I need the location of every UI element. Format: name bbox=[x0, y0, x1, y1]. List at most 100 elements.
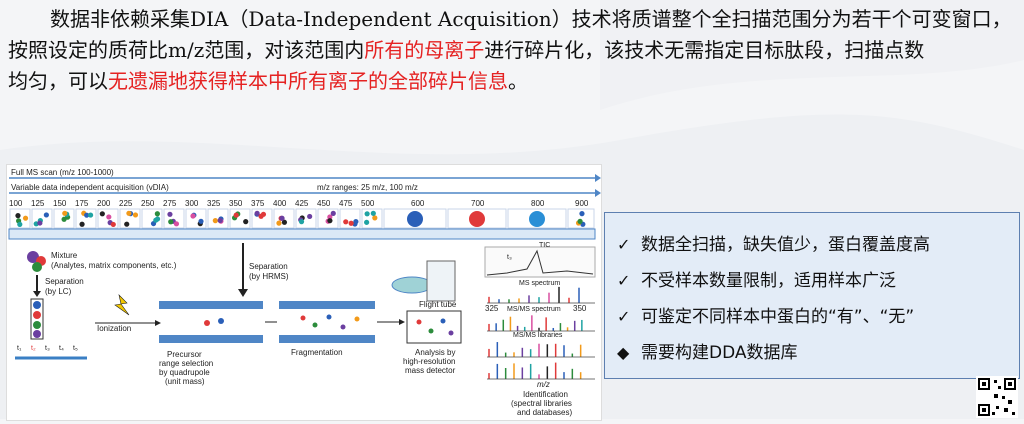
feature-item: ✓可鉴定不同样本中蛋白的“有”、“无” bbox=[617, 299, 1019, 335]
precursor-sub: by quadrupole bbox=[159, 368, 210, 377]
mz-tick-label: 500 bbox=[361, 199, 375, 208]
isolation-windows bbox=[9, 208, 595, 229]
ion-dot bbox=[276, 220, 282, 226]
lightning-icon bbox=[114, 294, 130, 316]
flight-tube-label: Flight tube bbox=[419, 300, 457, 309]
ion-dot bbox=[243, 219, 249, 225]
arrow-head bbox=[399, 319, 405, 325]
ion-dot bbox=[348, 220, 354, 226]
ion-dot bbox=[190, 213, 196, 219]
tic-label: TIC bbox=[539, 242, 550, 249]
quadrupole-rod bbox=[159, 335, 263, 343]
arrow-head bbox=[595, 174, 601, 182]
arrow-head bbox=[238, 289, 248, 297]
ion-dot bbox=[281, 219, 288, 225]
mixture-label: Mixture bbox=[51, 251, 78, 260]
ion-dot bbox=[254, 210, 260, 216]
analyte-dot bbox=[33, 321, 41, 329]
analysis-sub: high-resolution bbox=[403, 357, 455, 366]
feature-text: 数据全扫描，缺失值少，蛋白覆盖度高 bbox=[641, 235, 930, 255]
fragment-dot bbox=[416, 319, 422, 325]
ion-dot bbox=[327, 214, 333, 220]
ion-dot bbox=[298, 219, 305, 225]
ion-dot bbox=[167, 211, 173, 217]
detector-box bbox=[406, 310, 462, 344]
ion-dot bbox=[217, 217, 223, 224]
arrow-head bbox=[33, 291, 41, 297]
ion-dot bbox=[132, 212, 139, 218]
ion-dot bbox=[343, 219, 349, 225]
analyte-dot bbox=[33, 301, 41, 309]
ion-mirror bbox=[391, 276, 433, 294]
mz-tick-label: 200 bbox=[97, 199, 111, 208]
highlight-text: 所有的母离子 bbox=[364, 38, 485, 62]
mz-tick-label: 350 bbox=[229, 199, 243, 208]
analyte-dot bbox=[33, 311, 41, 319]
isolation-window bbox=[185, 208, 207, 229]
mixture-dot bbox=[32, 262, 42, 272]
flight-tube bbox=[426, 260, 456, 302]
intro-paragraph: 数据非依赖采集DIA（Data-Independent Acquisition）… bbox=[8, 4, 1018, 97]
ion-dot bbox=[370, 210, 376, 216]
check-icon: ✓ bbox=[617, 271, 631, 290]
library-spectrum-bars bbox=[487, 342, 595, 380]
separation-lc-sub: (by LC) bbox=[45, 287, 72, 296]
fragment-dot bbox=[428, 328, 434, 334]
ion-dot bbox=[106, 214, 112, 220]
collision-cell bbox=[279, 335, 375, 343]
ms-spectrum-bars bbox=[487, 286, 595, 304]
ion-dot bbox=[79, 221, 85, 227]
ion-dot bbox=[260, 211, 267, 217]
ion-dot bbox=[364, 211, 370, 217]
mz-tick-label: 100 bbox=[9, 199, 23, 208]
ion-dot bbox=[62, 210, 68, 216]
mz-tick-label: 275 bbox=[163, 199, 177, 208]
isolation-window bbox=[163, 208, 185, 229]
fragment-dot bbox=[448, 330, 454, 336]
mz-tick-label: 375 bbox=[251, 199, 265, 208]
arrow-head bbox=[595, 189, 601, 197]
msms-spectrum-bars bbox=[487, 315, 595, 332]
precursor-sub: range selection bbox=[159, 359, 213, 368]
collision-cell bbox=[279, 301, 375, 309]
ion-dot bbox=[22, 215, 29, 221]
ion-cluster-dot bbox=[469, 211, 485, 227]
time-label: t₅ bbox=[73, 345, 78, 352]
ion-dot bbox=[212, 218, 218, 224]
fragment-dot bbox=[440, 318, 446, 324]
isolation-window bbox=[9, 208, 31, 229]
ion-dot bbox=[99, 211, 105, 217]
feature-list: ✓数据全扫描，缺失值少，蛋白覆盖度高 ✓不受样本数量限制，适用样本广泛 ✓可鉴定… bbox=[605, 213, 1019, 371]
ion-dot bbox=[173, 221, 180, 227]
workflow-diagram: Full MS scan (m/z 100-1000) Variable dat… bbox=[8, 168, 601, 417]
isolation-window bbox=[75, 208, 97, 229]
separation-hrms-label: Separation bbox=[249, 262, 288, 271]
ion-dot bbox=[198, 218, 204, 224]
identification-sub: (spectral libraries bbox=[511, 399, 572, 408]
mz-tick-label: 475 bbox=[339, 199, 353, 208]
paragraph-line-2: 按照设定的质荷比m/z范围，对该范围内所有的母离子进行碎片化，该技术无需指定目标… bbox=[8, 35, 1018, 66]
feature-summary-box: ✓数据全扫描，缺失值少，蛋白覆盖度高 ✓不受样本数量限制，适用样本广泛 ✓可鉴定… bbox=[604, 212, 1020, 379]
analysis-sub: mass detector bbox=[405, 366, 456, 375]
precursor-label: Precursor bbox=[167, 350, 202, 359]
mz-tick-label: 125 bbox=[31, 199, 45, 208]
paragraph-line-3: 均匀，可以无遗漏地获得样本中所有离子的全部碎片信息。 bbox=[8, 66, 1018, 97]
mz-tick-label: 600 bbox=[411, 199, 425, 208]
mixture-sub: (Analytes, matrix components, etc.) bbox=[51, 261, 177, 270]
mz-tick-label: 800 bbox=[531, 199, 545, 208]
mixture-dot bbox=[27, 251, 39, 263]
ion-dot bbox=[17, 221, 23, 228]
fragmentation-label: Fragmentation bbox=[291, 348, 343, 357]
mz-325: 325 bbox=[485, 304, 499, 313]
qr-code-icon bbox=[976, 376, 1018, 418]
separation-lc-label: Separation bbox=[45, 277, 84, 286]
mz-ranges-label: m/z ranges: 25 m/z, 100 m/z bbox=[317, 183, 418, 192]
time-label: t₁ bbox=[17, 345, 22, 352]
ion-dot bbox=[168, 219, 174, 225]
ion-dot bbox=[307, 213, 313, 220]
mz-tick-label: 250 bbox=[141, 199, 155, 208]
fragment-dot bbox=[326, 314, 332, 320]
feature-text: 可鉴定不同样本中蛋白的“有”、“无” bbox=[641, 307, 915, 327]
ion-dot bbox=[61, 216, 67, 222]
